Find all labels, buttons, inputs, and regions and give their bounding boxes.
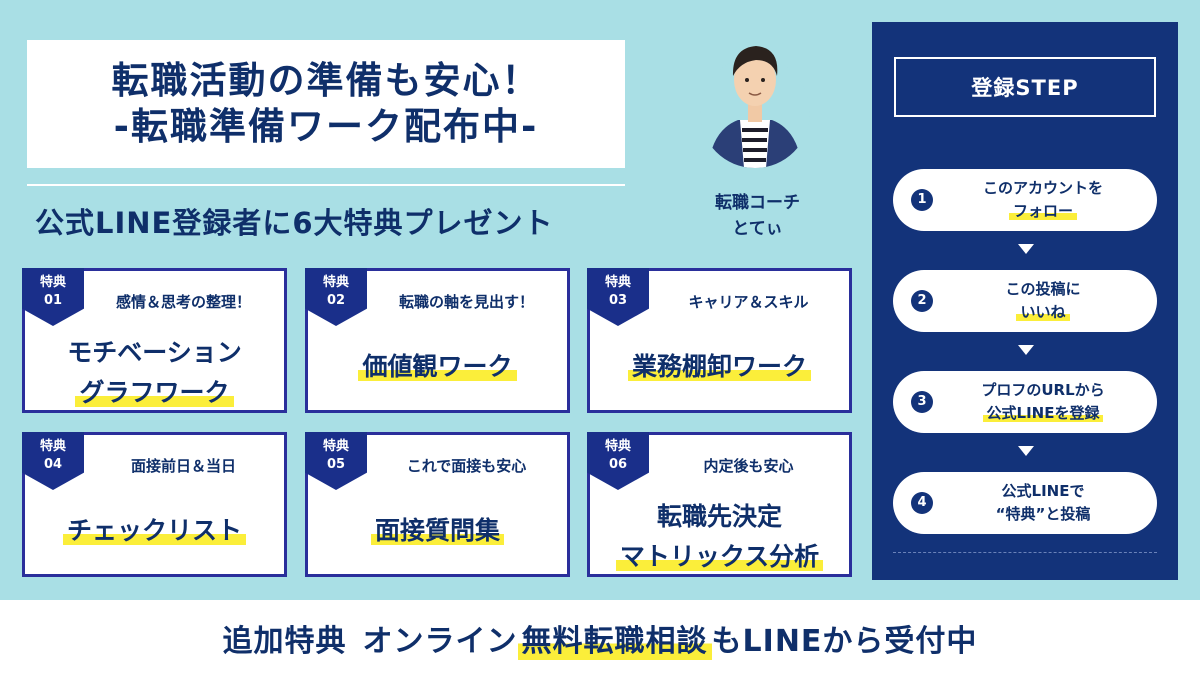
bottom-text-1: 追加特典 <box>222 623 347 659</box>
coach-nickname: とてぃ <box>732 219 783 239</box>
benefit-caption: 感情＆思考の整理！ <box>115 293 251 311</box>
step-text: 公式LINEで “特典”と投稿 <box>995 482 1091 523</box>
step-text: この投稿に いいね <box>1005 280 1081 321</box>
bottom-text-highlight: 無料転職相談 <box>517 615 712 660</box>
benefit-caption: 面接前日＆当日 <box>130 457 236 475</box>
step-text: このアカウントを フォロー <box>982 179 1103 220</box>
step-text: プロフのURLから 公式LINEを登録 <box>981 381 1105 422</box>
step-item-1: 1 このアカウントを フォロー <box>893 169 1157 231</box>
coach-title: 転職コーチ <box>715 193 800 213</box>
title-line-1: 転職活動の準備も安心！ <box>111 59 541 102</box>
step-number: 1 <box>911 189 933 211</box>
benefit-title: 面接質問集 <box>308 511 567 551</box>
down-arrow-icon <box>1018 244 1034 254</box>
down-arrow-icon <box>1018 345 1034 355</box>
benefit-title: 転職先決定 マトリックス分析 <box>590 497 849 577</box>
benefit-caption: これで面接も安心 <box>406 457 527 475</box>
benefit-caption: 転職の軸を見出す！ <box>398 293 534 311</box>
divider <box>27 184 625 186</box>
down-arrow-icon <box>1018 446 1034 456</box>
step-number: 4 <box>911 492 933 514</box>
benefit-title: 業務棚卸ワーク <box>590 347 849 387</box>
registration-step-panel: 登録STEP 1 このアカウントを フォロー 2 この投稿に いいね 3 プロフ… <box>872 22 1178 580</box>
benefit-title: 価値観ワーク <box>308 347 567 387</box>
step-item-3: 3 プロフのURLから 公式LINEを登録 <box>893 371 1157 433</box>
bottom-text-2: オンライン <box>362 623 518 659</box>
coach-name: 転職コーチ とてぃ <box>690 190 825 242</box>
title-line-2: -転職準備ワーク配布中- <box>113 105 539 148</box>
bottom-text-4: もLINEから受付中 <box>711 623 978 659</box>
step-item-4: 4 公式LINEで “特典”と投稿 <box>893 472 1157 534</box>
benefit-title: チェックリスト <box>25 511 284 551</box>
step-number: 2 <box>911 290 933 312</box>
step-header: 登録STEP <box>894 57 1156 117</box>
benefit-caption: キャリア＆スキル <box>688 293 809 311</box>
bottom-banner: 追加特典 オンライン 無料転職相談 もLINEから受付中 <box>0 600 1200 675</box>
subtitle: 公式LINE登録者に6大特典プレゼント <box>35 206 554 240</box>
step-item-2: 2 この投稿に いいね <box>893 270 1157 332</box>
benefit-caption: 内定後も安心 <box>703 457 794 475</box>
step-number: 3 <box>911 391 933 413</box>
title-box: 転職活動の準備も安心！ -転職準備ワーク配布中- <box>27 40 625 168</box>
coach-avatar <box>700 20 810 168</box>
benefit-title: モチベーション グラフワーク <box>67 338 242 407</box>
panel-divider <box>893 552 1157 553</box>
